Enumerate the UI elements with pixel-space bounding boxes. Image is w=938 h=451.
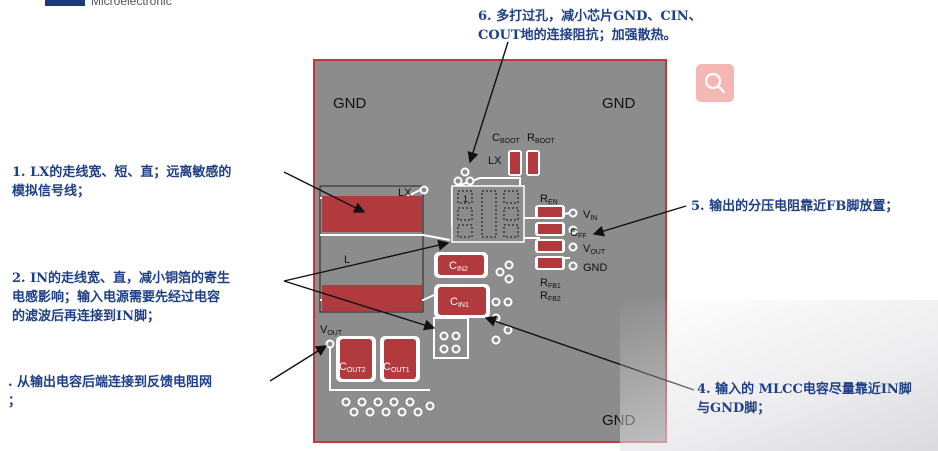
vout-left-label: VOUT [320,324,343,337]
cout2-label: COUT2 [339,361,366,374]
ic-pads [457,190,519,238]
cin2-label: CIN2 [449,260,468,273]
note-4-input-mlcc: 4. 输入的 MLCC电容尽量靠近IN脚 与GND脚； [697,382,912,416]
input-capacitors [434,252,490,318]
cin1-label: CIN1 [450,296,469,309]
gnd-small-label: GND [583,262,608,274]
boot-components [508,150,540,176]
gnd-top-left-label: GND [333,95,367,112]
note-6-vias: 6. 多打过孔，减小芯片GND、CIN、 COUT地的连接阻抗；加强散热。 [478,9,702,43]
ren-label: REN [540,193,558,206]
note-5-feedback-resistors: 5. 输出的分压电阻靠近FB脚放置； [691,199,899,214]
logo-text: Microelectronic [91,0,172,8]
rboot-label: RBOOT [527,132,556,145]
vin-label: VIN [583,209,597,222]
rfb1-label: RFB1 [540,277,561,290]
logo-mark [45,0,85,6]
callout-arrows [269,41,695,391]
rfb2-label: RFB2 [540,290,561,303]
search-button[interactable] [696,64,734,102]
cout1-label: COUT1 [383,361,410,374]
pcb-board [313,59,667,443]
lx-left-label: LX [398,187,412,199]
inductor-pad-top [322,196,422,232]
vout-right-label: VOUT [583,243,606,256]
vias [325,167,578,417]
background-shading [620,300,938,451]
pin1-label: 1 [463,194,468,204]
note-2-input-trace: 2. IN的走线宽、直，减小铜箔的寄生 电感影响；输入电源需要先经过电容 的滤波… [12,271,231,324]
resistors-right [535,205,565,270]
inductor-label: L [344,254,350,266]
note-1-lx-trace: 1. LX的走线宽、短、直；远离敏感的 模拟信号线； [12,165,232,199]
cff-label: CFF [570,227,587,240]
company-logo: Microelectronic [45,0,172,8]
lx-top-label: LX [488,155,502,167]
cboot-label: CBOOT [492,132,521,145]
output-capacitors [336,336,420,382]
note-3-feedback-connection: . 从输出电容后端连接到反馈电阻网 ； [8,375,213,409]
gnd-top-right-label: GND [602,95,636,112]
search-icon [704,72,726,94]
